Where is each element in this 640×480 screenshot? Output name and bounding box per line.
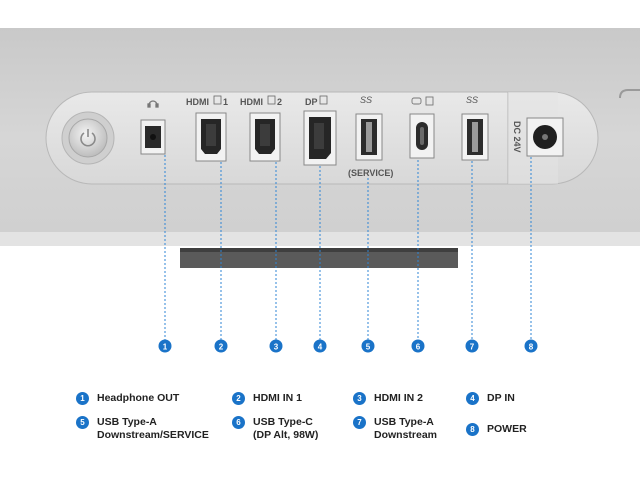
usb-c-icon	[411, 96, 434, 106]
callout-2: 2	[214, 339, 228, 353]
callout-7: 7	[465, 339, 479, 353]
headphone-icon	[147, 100, 159, 108]
callout-markers: 1 2 3 4 5 6 7 8	[158, 339, 538, 353]
service-label: (SERVICE)	[348, 168, 393, 178]
dp-label: DP	[305, 97, 318, 107]
callout-6: 6	[411, 339, 425, 353]
hdmi-1-label: HDMI	[186, 97, 209, 107]
hdmi-2-label: HDMI	[240, 97, 263, 107]
hdmi-1-suffix: 1	[223, 97, 228, 107]
svg-text:5: 5	[366, 343, 371, 352]
dc-power-port[interactable]	[526, 117, 564, 157]
displayport-port[interactable]	[303, 110, 337, 166]
hdmi-2-port[interactable]	[249, 112, 281, 162]
svg-text:7: 7	[470, 343, 475, 352]
callout-8: 8	[524, 339, 538, 353]
usb-a-service-port[interactable]	[355, 113, 383, 161]
callout-3: 3	[269, 339, 283, 353]
usb-ss-label-7: SS	[466, 95, 478, 105]
svg-text:2: 2	[219, 343, 224, 352]
svg-text:3: 3	[274, 343, 279, 352]
svg-text:6: 6	[416, 343, 421, 352]
hdmi-1-port[interactable]	[195, 112, 227, 162]
dc-24v-label: DC 24V	[512, 121, 522, 153]
callout-5: 5	[361, 339, 375, 353]
usb-ss-label-5: SS	[360, 95, 372, 105]
usb-a-port[interactable]	[461, 113, 489, 161]
stand-base	[180, 248, 458, 268]
headphone-port[interactable]	[140, 119, 166, 155]
leader-lines	[164, 155, 532, 340]
callout-1: 1	[158, 339, 172, 353]
usb-c-port[interactable]	[409, 113, 435, 159]
power-icon	[80, 129, 96, 147]
svg-text:1: 1	[163, 343, 168, 352]
hdmi-2-suffix: 2	[277, 97, 282, 107]
svg-text:4: 4	[318, 343, 323, 352]
callout-4: 4	[313, 339, 327, 353]
power-button[interactable]	[61, 111, 115, 165]
svg-text:8: 8	[529, 343, 534, 352]
